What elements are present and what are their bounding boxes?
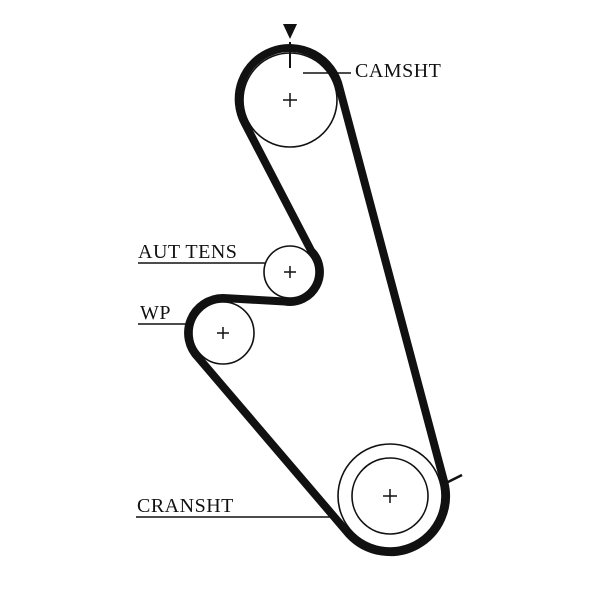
tensioner-label: AUT TENS [138,241,237,263]
crankshaft-label: CRANSHT [137,495,234,517]
tension-dash-icon [445,473,463,485]
crankshaft-pulley-outer [337,443,443,549]
crankshaft-center-cross-icon [383,489,397,503]
water-pump-label: WP [140,302,171,324]
crankshaft-pulley-inner [351,457,429,535]
direction-arrow-icon [283,24,297,39]
camshaft-center-cross-icon [283,93,297,107]
tensioner-center-cross-icon [284,266,296,278]
camshaft-label: CAMSHT [355,60,441,82]
water-pump-center-cross-icon [217,327,229,339]
timing-belt [184,44,451,557]
